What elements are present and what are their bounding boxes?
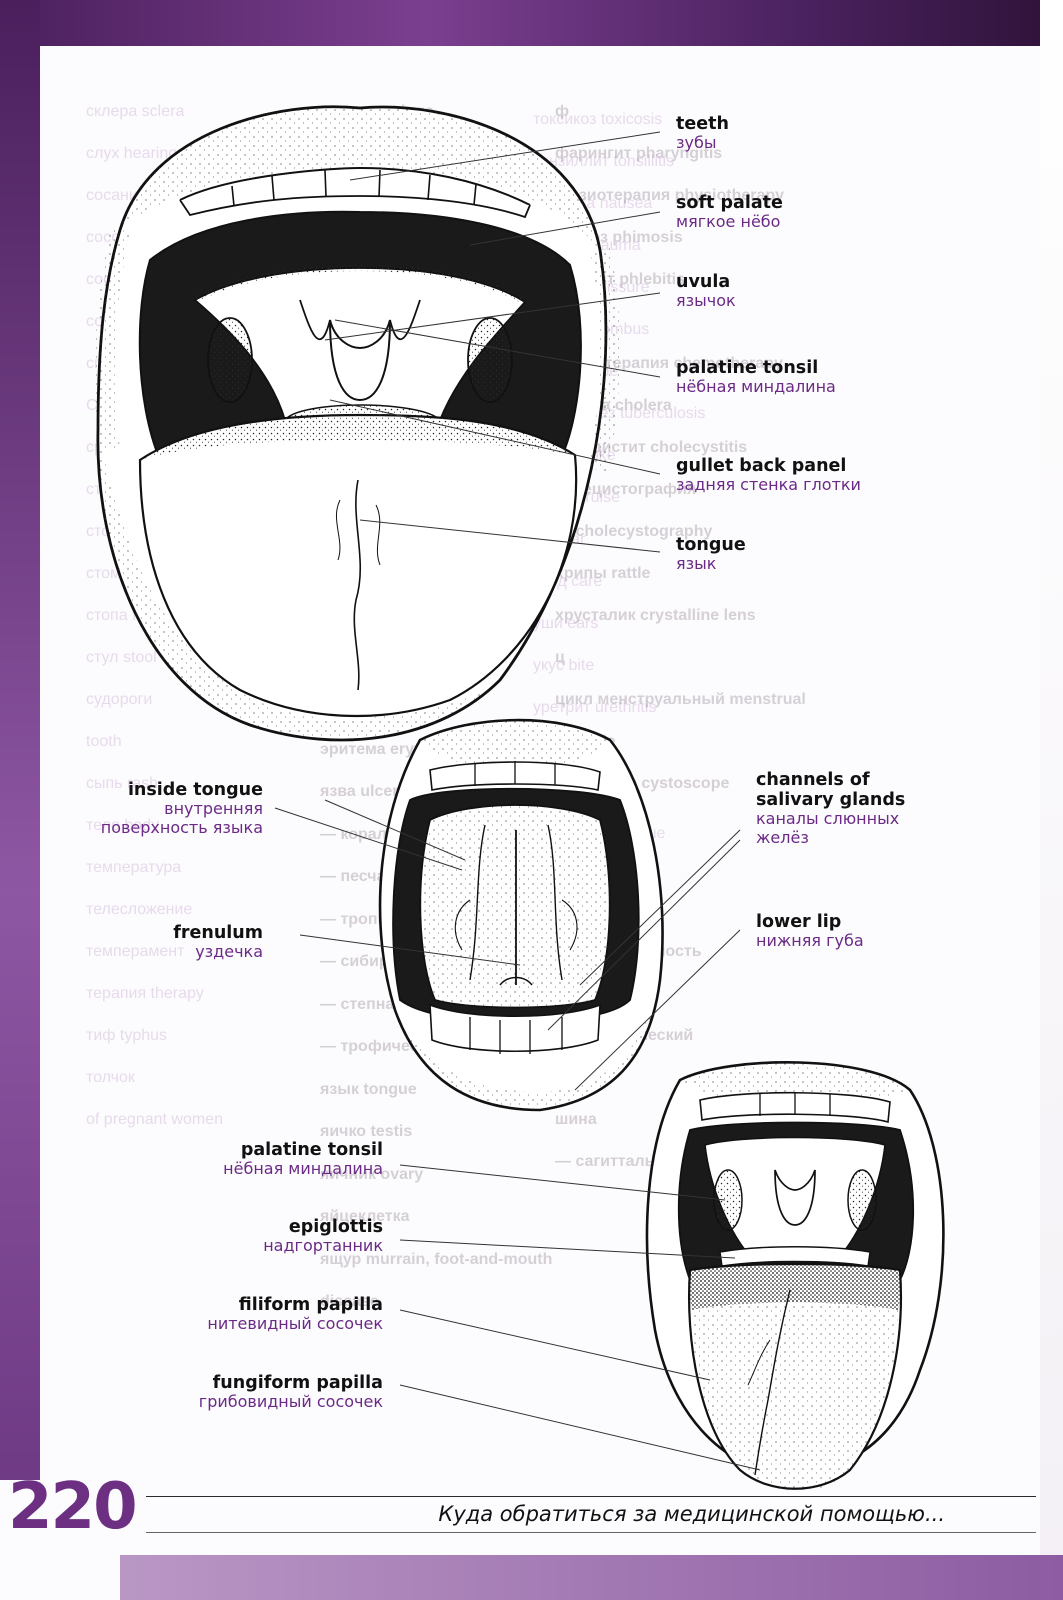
label-palatine-tonsil-bottom-ru: нёбная миндалина	[223, 1159, 383, 1179]
label-inside-tongue-ru2: поверхность языка	[100, 817, 263, 837]
right-edge	[1040, 0, 1063, 1600]
label-teeth: teeth зубы	[676, 114, 729, 153]
show-through-line: disease	[320, 1293, 379, 1310]
show-through-line: цикл менструальный menstrual	[555, 691, 806, 708]
label-teeth-ru: зубы	[676, 133, 717, 153]
show-through-line: яйцеклетка	[320, 1208, 410, 1225]
label-frenulum-ru: уздечка	[195, 942, 263, 962]
show-through-line: ящур murrain, foot-and-mouth	[320, 1250, 553, 1268]
label-tongue: tongue язык	[676, 535, 746, 574]
label-inside-tongue-ru1: внутренняя	[164, 799, 263, 819]
show-through-line: яичник ovary	[320, 1165, 424, 1183]
leader-lines	[274, 131, 761, 1471]
label-gullet-back-panel: gullet back panel задняя стенка глотки	[676, 456, 861, 495]
label-tongue-en: tongue	[676, 535, 746, 555]
label-palatine-tonsil-top: palatine tonsil нёбная миндалина	[676, 358, 836, 397]
show-through-line: сыпь rash	[86, 775, 159, 792]
label-tongue-ru: язык	[676, 554, 717, 574]
label-lower-lip-ru: нижняя губа	[756, 931, 864, 951]
footer-rule	[146, 1496, 1036, 1497]
show-through-line: склера sclera	[86, 103, 185, 120]
show-through-line: — cholecystography	[555, 523, 713, 540]
left-purple-band	[0, 0, 40, 1480]
show-through-line: телесложение	[86, 901, 193, 918]
label-uvula-ru: язычок	[676, 291, 736, 311]
show-through-line: судороги	[86, 691, 153, 708]
show-through-line: tooth	[86, 733, 122, 750]
show-through-line: тиф typhus	[86, 1027, 168, 1044]
label-lower-lip-en: lower lip	[756, 912, 842, 932]
show-through-line: of pregnant women	[86, 1111, 223, 1128]
label-gullet-back-panel-en: gullet back panel	[676, 456, 847, 476]
page-number: 220	[8, 1470, 138, 1544]
label-soft-palate-ru: мягкое нёбо	[676, 212, 781, 232]
footer-rule-lower	[146, 1532, 1036, 1533]
show-through-line: слух hearing	[86, 145, 178, 162]
mouth-front-view	[94, 105, 620, 742]
mouth-tongue-raised-view	[378, 718, 664, 1112]
show-through-line: температура	[86, 859, 182, 876]
label-epiglottis-ru: надгортанник	[263, 1236, 383, 1256]
label-lower-lip: lower lip нижняя губа	[756, 912, 864, 951]
show-through-line: укус bite	[533, 657, 595, 674]
top-purple-band	[0, 0, 1063, 46]
label-epiglottis-en: epiglottis	[288, 1217, 383, 1237]
label-uvula: uvula язычок	[676, 272, 736, 311]
label-filiform-papilla-ru: нитевидный сосочек	[207, 1314, 383, 1334]
show-through-line: язва ulcer	[320, 783, 399, 800]
label-fungiform-papilla-en: fungiform papilla	[212, 1373, 383, 1393]
show-through-line: уретрит urethritis	[533, 699, 657, 716]
label-fungiform-papilla-ru: грибовидный сосочек	[198, 1392, 383, 1412]
show-through-line: шина	[555, 1111, 597, 1128]
show-through-line: ц	[555, 649, 565, 666]
label-soft-palate: soft palate мягкое нёбо	[676, 193, 783, 232]
label-frenulum: frenulum уздечка	[173, 923, 263, 962]
show-through-line: холецистография	[555, 481, 697, 498]
label-filiform-papilla: filiform papilla нитевидный сосочек	[207, 1295, 383, 1334]
label-palatine-tonsil-top-en: palatine tonsil	[676, 358, 819, 378]
label-epiglottis: epiglottis надгортанник	[263, 1217, 383, 1256]
label-palatine-tonsil-bottom-en: palatine tonsil	[240, 1140, 383, 1160]
label-fungiform-papilla: fungiform papilla грибовидный сосочек	[199, 1373, 383, 1412]
label-filiform-papilla-en: filiform papilla	[238, 1295, 383, 1315]
show-through-line: язык tongue	[320, 1080, 417, 1098]
label-teeth-en: teeth	[676, 114, 729, 134]
label-palatine-tonsil-bottom: palatine tonsil нёбная миндалина	[223, 1140, 383, 1179]
label-frenulum-en: frenulum	[173, 923, 263, 943]
mouth-tongue-out-view	[645, 1061, 945, 1490]
show-through-line: яичко testis	[320, 1123, 413, 1140]
label-gullet-back-panel-ru: задняя стенка глотки	[676, 475, 861, 495]
label-palatine-tonsil-top-ru: нёбная миндалина	[676, 377, 836, 397]
show-through-line: хрипы rattle	[555, 565, 651, 582]
show-through-line: фарингит pharyngitis	[555, 145, 723, 162]
label-channels-ru2: желёз	[756, 827, 809, 847]
show-through-line: ф	[555, 103, 569, 120]
show-through-line: хрусталик crystalline lens	[555, 607, 756, 624]
label-inside-tongue-en: inside tongue	[127, 780, 263, 800]
show-through-line: — степная	[320, 995, 404, 1013]
bottom-purple-band	[120, 1555, 1063, 1600]
label-channels-ru1: каналы слюнных	[756, 809, 900, 829]
show-through-line: уши ears	[533, 615, 599, 632]
show-through-line: толчок	[86, 1069, 135, 1086]
label-channels-en2: salivary glands	[756, 790, 906, 811]
label-uvula-en: uvula	[676, 272, 731, 292]
label-channels-salivary-glands: channels of salivary glands каналы слюнн…	[756, 770, 905, 847]
show-through-line: терапия therapy	[86, 985, 204, 1002]
show-through-line: тело body	[86, 817, 160, 834]
show-through-line: темперамент	[86, 943, 185, 960]
show-through-line: тонзиллит tonsillitis	[533, 153, 674, 170]
label-soft-palate-en: soft palate	[676, 193, 783, 213]
show-through-line: физиотерапия physiotherapy	[555, 187, 785, 204]
running-footer: Куда обратиться за медицинской помощью..…	[438, 1502, 945, 1526]
show-through-line: токсикоз toxicosis	[533, 111, 663, 128]
label-inside-tongue: inside tongue внутренняя поверхность язы…	[101, 780, 263, 837]
show-through-line: стул stool	[86, 649, 157, 666]
label-channels-en1: channels of	[756, 770, 870, 790]
